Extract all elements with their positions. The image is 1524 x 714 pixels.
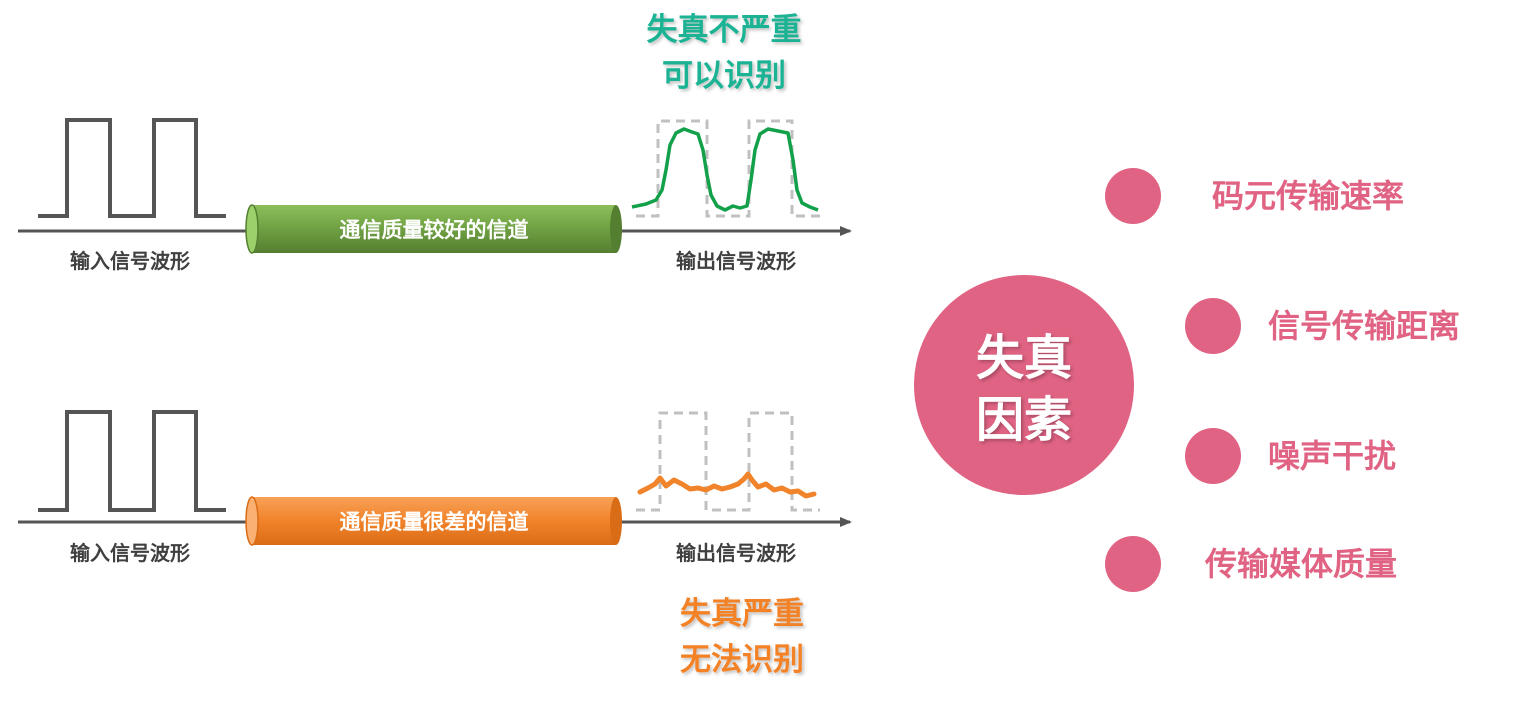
bottom-input-label: 输入信号波形: [70, 541, 190, 565]
bottom-row: 通信质量很差的信道 输入信号波形 输出信号波形 失真严重 无法识别: [18, 410, 852, 678]
bottom-channel-pipe: [245, 496, 622, 546]
bottom-verdict-line2: 无法识别: [680, 642, 804, 678]
top-input-waveform: [38, 118, 226, 218]
top-input-label: 输入信号波形: [70, 249, 190, 273]
factor-label: 传输媒体质量: [1204, 545, 1397, 583]
top-output-label: 输出信号波形: [676, 249, 796, 273]
top-verdict-line2: 可以识别: [662, 58, 786, 94]
distortion-factors: 失真 因素 码元传输速率 信号传输距离 噪声干扰 传输媒体质量: [914, 168, 1460, 592]
factor-label: 信号传输距离: [1268, 307, 1460, 345]
factor-item: 信号传输距离: [1185, 298, 1460, 354]
bottom-output-waveform: [637, 471, 817, 499]
bottom-reference-waveform: [636, 411, 820, 512]
top-reference-waveform: [636, 119, 820, 218]
bottom-channel-label: 通信质量很差的信道: [340, 510, 529, 534]
top-row: 通信质量较好的信道 输入信号波形 输出信号波形 失真不严重 可以识别: [18, 12, 852, 273]
factor-label: 码元传输速率: [1212, 177, 1404, 215]
top-verdict-line1: 失真不严重: [647, 12, 802, 48]
factor-item: 传输媒体质量: [1105, 536, 1397, 592]
center-label-line2: 因素: [976, 392, 1072, 448]
center-label-line1: 失真: [976, 330, 1072, 386]
bottom-verdict-line1: 失真严重: [680, 596, 804, 632]
top-output-waveform: [631, 127, 819, 212]
bottom-output-label: 输出信号波形: [676, 541, 796, 565]
factor-label: 噪声干扰: [1268, 437, 1396, 475]
factor-bullet: [1185, 428, 1241, 484]
factor-item: 噪声干扰: [1185, 428, 1396, 484]
factor-item: 码元传输速率: [1105, 168, 1404, 224]
center-circle: [914, 275, 1134, 495]
factor-bullet: [1185, 298, 1241, 354]
top-channel-pipe: [245, 204, 622, 254]
bottom-input-waveform: [38, 410, 226, 512]
top-channel-label: 通信质量较好的信道: [340, 218, 529, 242]
factor-bullet: [1105, 168, 1161, 224]
factor-bullet: [1105, 536, 1161, 592]
